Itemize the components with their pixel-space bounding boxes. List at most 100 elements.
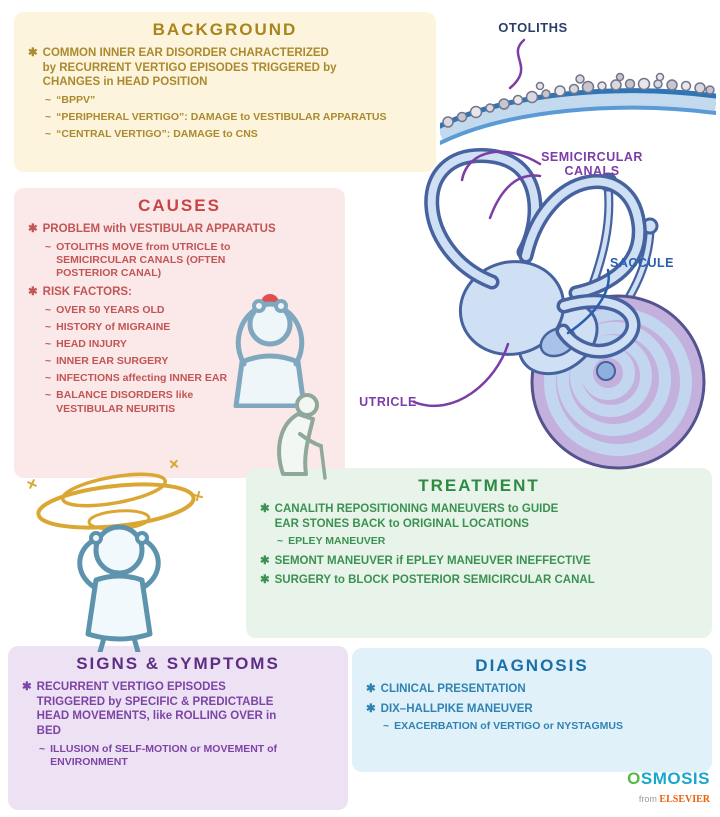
sub-marker: ~ — [45, 338, 52, 351]
diagnosis-title: DIAGNOSIS — [475, 656, 589, 675]
semicircular-pointer-2 — [488, 174, 542, 220]
risk-item-text: BALANCE DISORDERS like VESTIBULAR NEURIT… — [56, 389, 194, 415]
logo-from-text: from — [638, 794, 657, 804]
vertigo-swirl — [27, 459, 204, 531]
membrane-band — [440, 88, 716, 144]
dizzy-torso — [85, 573, 153, 642]
diagnosis-bullet-text: CLINICAL PRESENTATION — [380, 683, 526, 695]
label-pointer-lines — [412, 150, 610, 408]
bullet-marker: ✱ — [260, 574, 270, 587]
otoliths-illustration — [440, 38, 716, 145]
treatment-bullet-text: CANALITH REPOSITIONING MANEUVERS to GUID… — [274, 503, 559, 530]
causes-bullet: ✱ PROBLEM with VESTIBULAR APPARATUS — [28, 222, 331, 237]
saccule-pointer — [566, 268, 610, 335]
treatment-section: TREATMENT ✱ CANALITH REPOSITIONING MANEU… — [246, 468, 712, 638]
sparkle-icon — [169, 459, 179, 469]
utricle-pointer — [412, 342, 510, 408]
bullet-marker: ✱ — [28, 223, 38, 235]
bullet-marker: ✱ — [28, 47, 38, 59]
diagnosis-bullet: ✱ DIX–HALLPIKE MANEUVER — [366, 702, 698, 717]
otoliths-label: OTOLITHS — [498, 20, 568, 35]
semicircular-canals-label: SEMICIRCULAR CANALS — [541, 150, 643, 179]
background-sub-text: “CENTRAL VERTIGO”: DAMAGE to CNS — [56, 128, 258, 141]
bullet-marker: ✱ — [22, 681, 32, 693]
sparkle-icon — [192, 490, 204, 502]
background-section: BACKGROUND ✱ COMMON INNER EAR DISORDER C… — [14, 12, 436, 172]
signs-bullet: ✱ RECURRENT VERTIGO EPISODES TRIGGERED b… — [22, 680, 334, 739]
sub-marker: ~ — [383, 720, 390, 733]
dizzy-head — [93, 524, 145, 576]
saccule-label: SACCULE — [610, 256, 674, 270]
diagnosis-bullet: ✱ CLINICAL PRESENTATION — [366, 682, 698, 697]
background-sub-text: “BPPV” — [56, 94, 96, 107]
signs-section: SIGNS & SYMPTOMS ✱ RECURRENT VERTIGO EPI… — [8, 646, 348, 810]
sub-marker: ~ — [277, 535, 284, 548]
sparkle-icon — [27, 479, 37, 489]
diagnosis-section: DIAGNOSIS ✱ CLINICAL PRESENTATION ✱ DIX–… — [352, 648, 712, 772]
elderly-head — [295, 393, 319, 417]
figure-hand — [252, 299, 266, 313]
causes-bullet-text: RISK FACTORS: — [42, 286, 132, 299]
background-sub: ~ “BPPV” — [45, 94, 422, 107]
background-title: BACKGROUND — [152, 20, 298, 39]
diagnosis-sub: ~ EXACERBATION of VERTIGO or NYSTAGMUS — [383, 720, 698, 733]
risk-item: ~ HISTORY of MIGRAINE — [45, 321, 331, 334]
sub-marker: ~ — [45, 389, 52, 402]
risk-item-text: OVER 50 YEARS OLD — [56, 303, 165, 316]
diagnosis-bullet-text: DIX–HALLPIKE MANEUVER — [380, 702, 533, 715]
treatment-bullet-text: SURGERY to BLOCK POSTERIOR SEMICIRCULAR … — [274, 574, 595, 587]
bullet-marker: ✱ — [366, 702, 376, 715]
signs-sub: ~ ILLUSION of SELF-MOTION or MOVEMENT of… — [39, 743, 334, 769]
bullet-marker: ✱ — [28, 286, 38, 299]
headache-figure — [233, 294, 307, 408]
treatment-bullet: ✱ CANALITH REPOSITIONING MANEUVERS to GU… — [260, 502, 698, 531]
dizzy-right-arm — [141, 537, 161, 590]
signs-title: SIGNS & SYMPTOMS — [76, 654, 280, 673]
dizzy-hand — [135, 531, 149, 545]
sub-marker: ~ — [45, 94, 52, 107]
risk-item: ~ HEAD INJURY — [45, 338, 331, 351]
osmosis-logo: OSMOSIS from ELSEVIER — [627, 769, 710, 807]
risk-item-text: HEAD INJURY — [56, 338, 127, 351]
sub-marker: ~ — [45, 128, 52, 141]
inner-ear-illustration — [412, 148, 706, 470]
treatment-title: TREATMENT — [418, 476, 540, 495]
logo-tagline: from ELSEVIER — [638, 794, 710, 805]
background-sub-text: “PERIPHERAL VERTIGO”: DAMAGE to VESTIBUL… — [56, 111, 387, 124]
background-sub: ~ “CENTRAL VERTIGO”: DAMAGE to CNS — [45, 128, 422, 141]
risk-item-text: INFECTIONS affecting INNER EAR — [56, 372, 228, 385]
treatment-bullet-text: SEMONT MANEUVER if EPLEY MANEUVER INEFFE… — [274, 554, 591, 567]
treatment-sub-text: EPLEY MANEUVER — [288, 535, 386, 548]
utricle-label: UTRICLE — [359, 395, 417, 409]
risk-item: ~ BALANCE DISORDERS like VESTIBULAR NEUR… — [45, 389, 331, 415]
sub-marker: ~ — [45, 303, 52, 316]
dizzy-hand — [89, 531, 103, 545]
causes-bullet-text: PROBLEM with VESTIBULAR APPARATUS — [42, 223, 276, 235]
diagnosis-sub-text: EXACERBATION of VERTIGO or NYSTAGMUS — [394, 720, 624, 733]
otoliths-pointer-line — [508, 38, 526, 90]
elderly-figure — [277, 393, 327, 480]
sub-marker: ~ — [45, 355, 52, 368]
causes-sub: ~ OTOLITHS MOVE from UTRICLE to SEMICIRC… — [45, 241, 331, 280]
figure-hand — [274, 299, 288, 313]
figure-right-arm — [279, 305, 305, 367]
background-sub: ~ “PERIPHERAL VERTIGO”: DAMAGE to VESTIB… — [45, 111, 422, 124]
signs-bullet-text: RECURRENT VERTIGO EPISODES TRIGGERED by … — [36, 681, 277, 738]
treatment-bullet: ✱ SURGERY to BLOCK POSTERIOR SEMICIRCULA… — [260, 573, 698, 588]
membrane-bottom-edge — [440, 105, 716, 145]
figure-head — [247, 301, 293, 347]
causes-title: CAUSES — [138, 196, 221, 215]
osmosis-wordmark: OSMOSIS — [627, 769, 710, 788]
sub-marker: ~ — [45, 320, 52, 333]
risk-item: ~ INNER EAR SURGERY — [45, 355, 331, 368]
elsevier-wordmark: ELSEVIER — [659, 794, 710, 805]
dizzy-figure — [27, 459, 204, 652]
causes-bullet: ✱ RISK FACTORS: — [28, 285, 331, 300]
membrane-top-edge — [440, 88, 716, 129]
semicircular-pointer-1 — [460, 150, 542, 182]
signs-sub-text: ILLUSION of SELF-MOTION or MOVEMENT of E… — [50, 742, 278, 768]
risk-item: ~ OVER 50 YEARS OLD — [45, 304, 331, 317]
bullet-marker: ✱ — [260, 503, 270, 515]
treatment-sub: ~ EPLEY MANEUVER — [277, 535, 698, 548]
